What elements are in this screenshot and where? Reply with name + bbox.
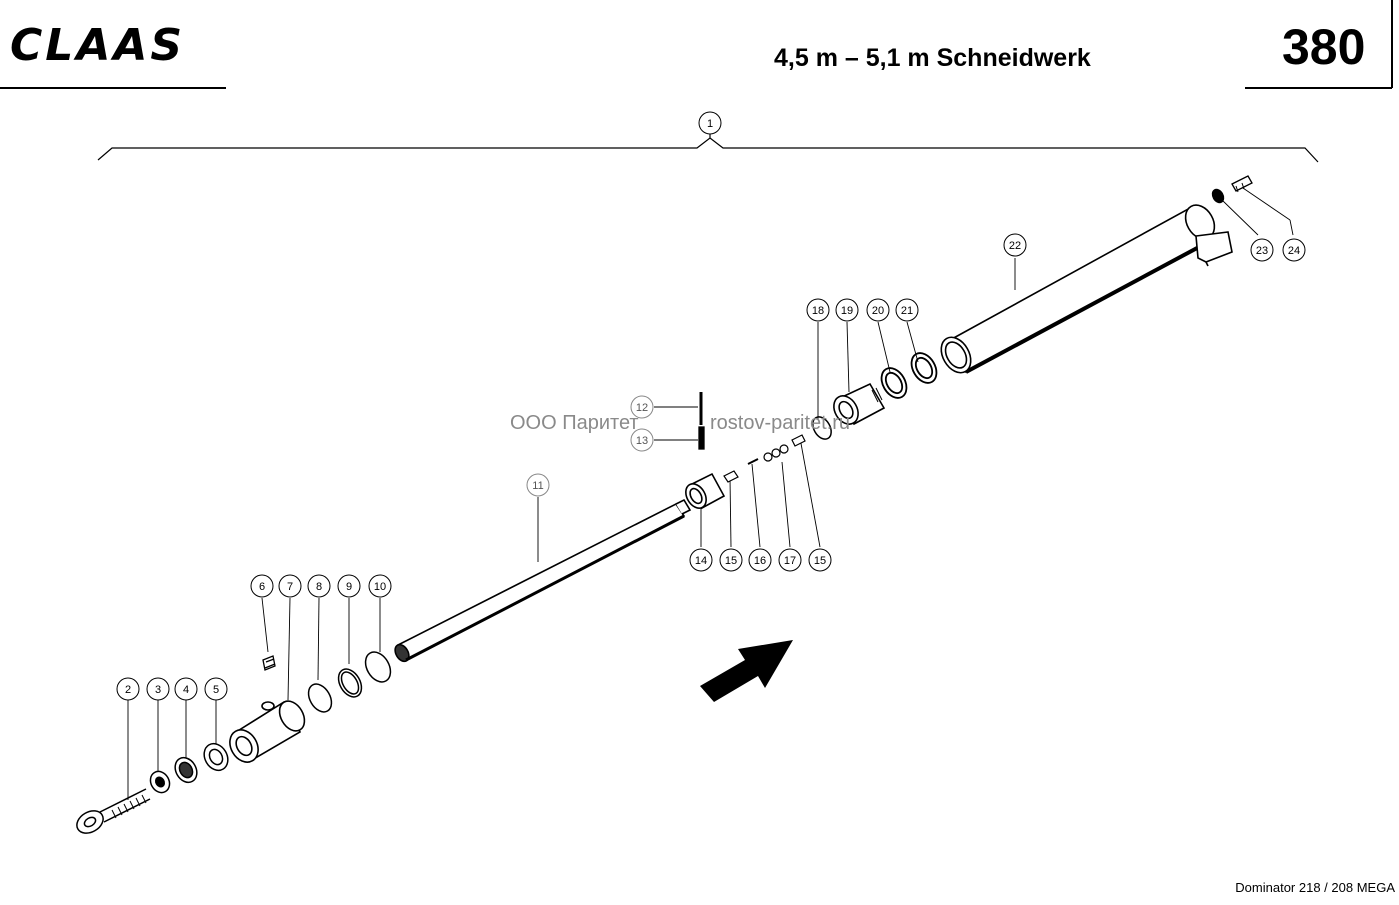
part-15-valve-a [723, 470, 739, 483]
callout-19: 19 [835, 298, 859, 322]
svg-text:16: 16 [754, 555, 766, 567]
part-10-ring [364, 651, 392, 683]
callout-4: 4 [174, 677, 198, 701]
watermark-left: ООО Паритет [510, 412, 639, 434]
svg-text:3: 3 [155, 684, 161, 696]
svg-text:13: 13 [636, 435, 648, 447]
page-title: 4,5 m – 5,1 m Schneidwerk [774, 44, 1091, 72]
callout-23: 23 [1250, 238, 1274, 262]
part-15-valve-b [791, 434, 806, 447]
svg-text:15: 15 [725, 555, 737, 567]
callout-1: 1 [698, 111, 722, 135]
callout-6: 6 [250, 574, 274, 598]
part-20-ring [880, 367, 908, 399]
part-16-spring [747, 458, 759, 465]
callout-17: 17 [778, 548, 802, 572]
svg-text:15: 15 [814, 555, 826, 567]
svg-text:12: 12 [636, 402, 648, 414]
callout-15a: 15 [719, 548, 743, 572]
part-14-piston [685, 472, 726, 510]
callout-20: 20 [866, 298, 890, 322]
svg-text:23: 23 [1256, 245, 1268, 257]
svg-text:21: 21 [901, 305, 913, 317]
svg-text:1: 1 [707, 118, 713, 130]
assembly-bracket [97, 134, 1319, 163]
callout-11: 11 [526, 473, 550, 497]
callout-7: 7 [278, 574, 302, 598]
svg-text:11: 11 [532, 480, 543, 492]
callout-24: 24 [1282, 238, 1306, 262]
svg-text:22: 22 [1009, 240, 1021, 252]
callout-2: 2 [116, 677, 140, 701]
callout-10: 10 [368, 574, 392, 598]
part-11-piston-rod [394, 498, 692, 663]
callout-15b: 15 [808, 548, 832, 572]
direction-arrow-icon [700, 640, 793, 702]
callout-9: 9 [337, 574, 361, 598]
part-9-ring [337, 668, 363, 698]
svg-text:6: 6 [259, 581, 265, 593]
svg-text:10: 10 [374, 581, 386, 593]
svg-text:20: 20 [872, 305, 884, 317]
brand-logo: CLAAS [10, 20, 185, 71]
callout-13: 13 [630, 428, 654, 452]
leader-lines [127, 185, 1294, 800]
svg-text:18: 18 [812, 305, 824, 317]
part-7-cylinder-head [229, 700, 306, 763]
svg-text:5: 5 [213, 684, 219, 696]
callout-5: 5 [204, 677, 228, 701]
callout-8: 8 [307, 574, 331, 598]
part-6-grease-nipple [262, 655, 276, 671]
callout-18: 18 [806, 298, 830, 322]
svg-text:4: 4 [183, 684, 189, 696]
callout-22: 22 [1003, 233, 1027, 257]
part-17-ball [763, 444, 789, 462]
svg-text:2: 2 [125, 684, 131, 696]
page-number: 380 [1282, 19, 1365, 75]
part-24-nipple [1231, 175, 1253, 193]
svg-text:19: 19 [841, 305, 853, 317]
part-2-eye-bolt [76, 788, 151, 834]
part-18-o-ring [812, 416, 832, 440]
part-22-cylinder-tube [940, 204, 1233, 374]
watermark-right: rostov-paritet.ru [710, 412, 850, 434]
part-21-ring [910, 352, 938, 384]
svg-text:17: 17 [784, 555, 796, 567]
part-19-gland [833, 382, 886, 426]
svg-text:8: 8 [316, 581, 322, 593]
svg-text:9: 9 [346, 581, 352, 593]
model-label: Dominator 218 / 208 MEGA [1235, 880, 1395, 895]
callout-14: 14 [689, 548, 713, 572]
part-3-nut [149, 770, 171, 794]
callout-group: 1 2 3 4 5 6 7 8 9 10 11 12 13 14 15 16 1… [116, 111, 1306, 701]
callout-3: 3 [146, 677, 170, 701]
part-4-ring [174, 756, 198, 784]
svg-text:14: 14 [695, 555, 707, 567]
part-23-washer [1211, 188, 1225, 204]
part-5-bushing [203, 742, 229, 772]
part-13-pin [698, 426, 705, 450]
callout-16: 16 [748, 548, 772, 572]
callout-21: 21 [895, 298, 919, 322]
svg-text:24: 24 [1288, 245, 1300, 257]
part-8-ring [307, 683, 333, 713]
callout-12: 12 [630, 395, 654, 419]
svg-text:7: 7 [287, 581, 293, 593]
